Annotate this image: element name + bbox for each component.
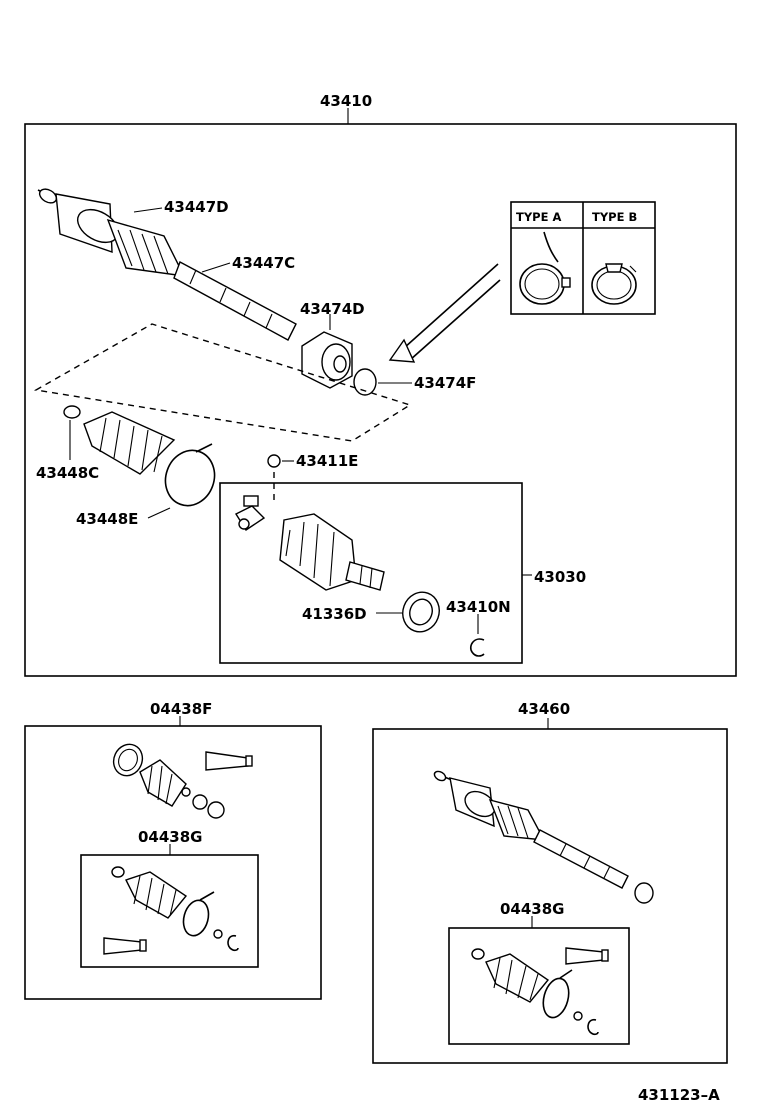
snap-ring-43474F[interactable]: [353, 368, 377, 396]
assembly-43460-frame: [372, 728, 728, 1064]
figure-code: 431123–A: [638, 1086, 720, 1104]
label-43460[interactable]: 43460: [518, 700, 570, 718]
label-41336D[interactable]: 41336D: [302, 605, 367, 623]
damper-43474D[interactable]: [301, 331, 353, 389]
drive-shaft-43460[interactable]: [433, 770, 654, 904]
boot-kit-dashed-outline: [33, 323, 412, 442]
boot-clamp-43448E[interactable]: [158, 443, 222, 512]
label-43447D[interactable]: 43447D: [164, 198, 229, 216]
label-43447C[interactable]: 43447C: [232, 254, 295, 272]
drive-shaft-main[interactable]: [37, 186, 297, 341]
snap-ring-43410N[interactable]: [469, 638, 485, 657]
clamp-type-box: TYPE A TYPE B: [510, 201, 656, 315]
boot-kit-04438G-right-frame: [448, 927, 630, 1045]
label-04438F[interactable]: 04438F: [150, 700, 212, 718]
boot-kit-g-left-parts[interactable]: [103, 866, 239, 955]
label-04438G-right[interactable]: 04438G: [500, 900, 565, 918]
label-43474D[interactable]: 43474D: [300, 300, 365, 318]
boot-kit-04438F-frame: [24, 725, 322, 1000]
snap-ring-43411E[interactable]: [267, 454, 281, 468]
inner-boot[interactable]: [63, 405, 176, 475]
label-43448E[interactable]: 43448E: [76, 510, 138, 528]
outer-race-43030[interactable]: [279, 513, 385, 591]
label-43410[interactable]: 43410: [320, 92, 372, 110]
tripod-joint[interactable]: [234, 495, 266, 531]
boot-kit-g-right-parts[interactable]: [471, 947, 609, 1036]
dust-deflector-41336D[interactable]: [397, 587, 445, 637]
clamp-type-b-icon[interactable]: [591, 263, 637, 305]
inner-joint-frame: [219, 482, 523, 664]
label-43030[interactable]: 43030: [534, 568, 586, 586]
label-43448C[interactable]: 43448C: [36, 464, 99, 482]
clamp-type-a-label: TYPE A: [516, 210, 561, 224]
label-43474F[interactable]: 43474F: [414, 374, 476, 392]
boot-kit-f-parts[interactable]: [109, 740, 253, 819]
clamp-type-a-icon[interactable]: [519, 231, 571, 305]
main-assembly-frame: [24, 123, 737, 677]
arrow-to-clamp-types: [388, 263, 501, 363]
label-43411E[interactable]: 43411E: [296, 452, 358, 470]
label-04438G-left[interactable]: 04438G: [138, 828, 203, 846]
clamp-type-b-label: TYPE B: [592, 210, 637, 224]
label-43410N[interactable]: 43410N: [446, 598, 511, 616]
